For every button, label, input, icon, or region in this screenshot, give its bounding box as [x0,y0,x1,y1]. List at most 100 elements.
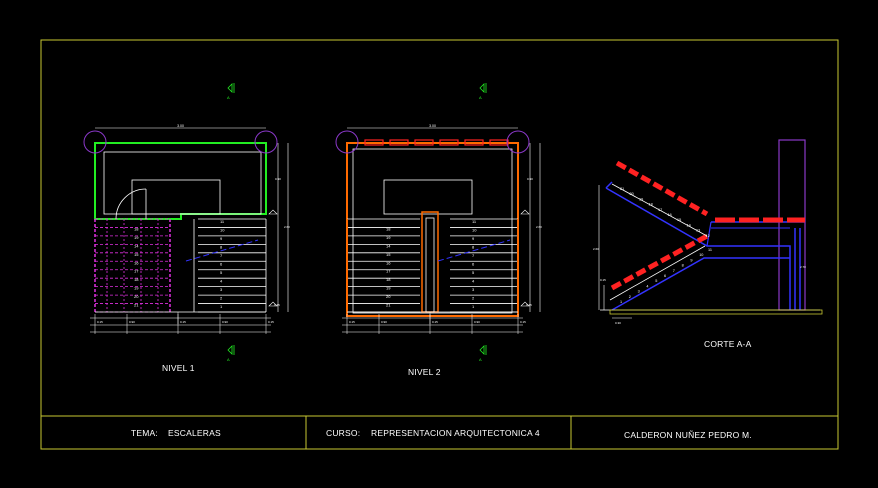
wall-block [464,139,484,146]
plan-nivel-1: 3.001819141516171819202111109876543210.1… [83,83,290,362]
dim-text: 0.15 [268,320,274,324]
step-number-left: 20 [386,294,391,299]
opening-rect [383,179,473,215]
step-number-left: 20 [134,294,139,299]
step-number-left: 16 [386,260,391,265]
section-mark-letter: A [227,95,230,100]
section-mark-letter: A [227,357,230,362]
step-number-left: 21 [134,303,139,308]
wall-block [414,139,434,146]
step-number-right: 10 [472,228,477,233]
dim-right-text: 0.90 [527,177,533,181]
section-step-lower: 5 [655,279,657,283]
section-step-lower: 3 [638,290,640,294]
lower-slab [611,257,790,311]
title-corte-a-a: CORTE A-A [704,339,752,349]
newel-wall [421,211,439,313]
step-number-right: 4 [472,278,475,283]
dim-text: 0.15 [432,320,438,324]
step-number-left: 16 [134,260,139,265]
dim-text: 0.90 [474,320,480,324]
corner-circle-left [335,130,359,154]
section-step-lower: 11 [708,248,712,252]
dim-text: 0.15 [520,320,526,324]
section-step-lower: 9 [690,258,692,262]
step-number-right: 4 [220,278,223,283]
step-number-left: 18 [134,226,139,231]
step-number-right: 7 [472,253,475,258]
dim-left-text: 0.15 [600,278,606,282]
section-arrow-icon [479,83,485,93]
corner-circle-right [254,130,278,154]
section-step-upper: 12 [706,234,710,238]
section-mark-letter: A [479,95,482,100]
lower-treads [610,233,709,291]
section-step-upper: 14 [687,223,691,227]
level-marker-icon [268,209,278,215]
title-nivel-2: NIVEL 2 [408,367,441,377]
dim-bottom-text: 0.30 [615,321,621,325]
step-number-right: 3 [472,287,475,292]
dim-text: 0.15 [349,320,355,324]
inner-outline [352,148,513,314]
section-step-upper: 13 [696,229,700,233]
step-number-left: 14 [134,243,139,248]
section-step-lower: 4 [646,284,648,288]
step-number-right: 9 [220,236,223,241]
step-number-right: 8 [472,245,475,250]
dim-top-text: 3.00 [429,124,436,128]
dim-top-text: 3.00 [177,124,184,128]
step-number-right: 11 [472,219,477,224]
dim-text: 0.90 [129,320,135,324]
curso-label: CURSO: [326,428,361,438]
tema-value: ESCALERAS [168,428,221,438]
step-number-left: 17 [134,269,139,274]
section-step-upper: 19 [639,197,643,201]
step-number-right: 1 [220,304,223,309]
section-arrow-icon [479,345,485,355]
step-number-left: 19 [134,286,139,291]
step-number-right: 2 [472,295,475,300]
level-marker-icon [520,301,530,307]
door-swing [115,188,147,220]
dim-right-text: 2.60 [536,225,542,229]
step-number-left: 14 [386,243,391,248]
section-step-upper: 20 [630,192,634,196]
section-mark-bottom: A [227,345,235,362]
section-step-lower: 2 [629,295,631,299]
opening-rect [131,179,221,215]
section-step-upper: 17 [658,208,662,212]
level-marker-icon [520,209,530,215]
step-number-right: 11 [220,219,225,224]
section-mark-top: A [227,83,235,100]
dim-left-text: 2.60 [593,247,599,251]
dim-text: 0.90 [381,320,387,324]
upper-slab [605,181,791,310]
step-number-right: 9 [472,236,475,241]
step-number-left: 17 [386,269,391,274]
wall-outline [346,142,519,317]
section-step-lower: 7 [673,269,675,273]
corner-circle-right [506,130,530,154]
dim-text: 0.90 [222,320,228,324]
dim-text: 0.15 [97,320,103,324]
handrail-line [185,239,259,262]
section-step-lower: 8 [682,264,684,268]
section-step-upper: 16 [668,213,672,217]
section-step-lower: 1 [620,300,622,304]
dim-right-text: 2.60 [284,225,290,229]
step-number-left: 15 [386,252,391,257]
step-number-left: 18 [386,226,391,231]
sheet-frame [40,39,839,450]
upper-treads [615,160,709,217]
step-number-right: 5 [472,270,475,275]
level-marker-icon [268,301,278,307]
step-number-left: 18 [386,277,391,282]
tema-label: TEMA: [131,428,158,438]
slab-connect [706,221,712,247]
step-number-right: 7 [220,253,223,258]
step-number-right: 1 [472,304,475,309]
section-mark-letter: A [479,357,482,362]
section-step-upper: 18 [649,203,653,207]
landing-inner [103,151,262,215]
